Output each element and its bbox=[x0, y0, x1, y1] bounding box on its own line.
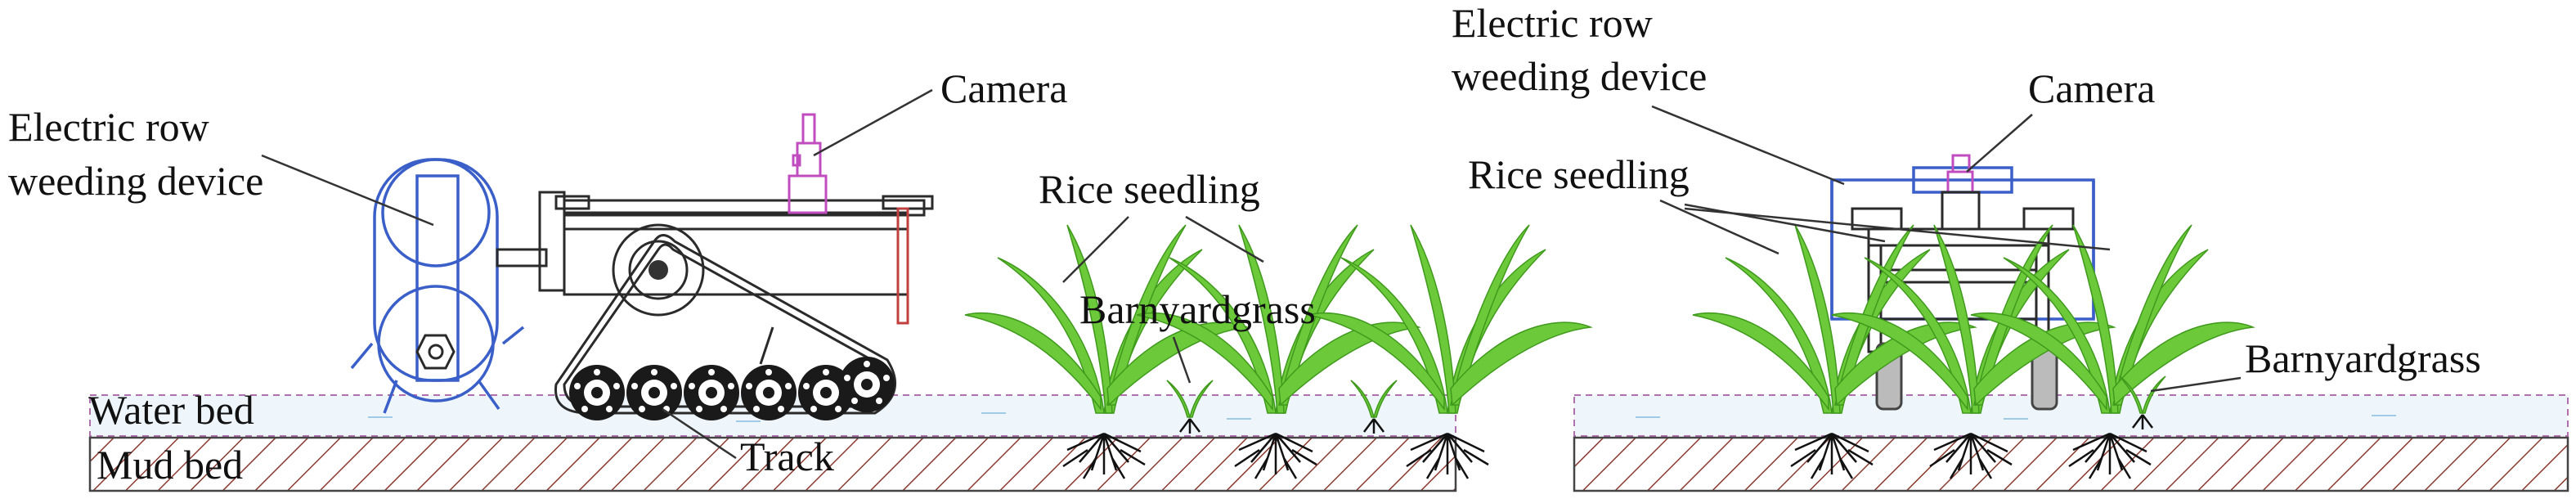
left-camera bbox=[788, 113, 828, 214]
right-label-camera: Camera bbox=[2028, 65, 2155, 111]
left-label-barnyardgrass: Barnyardgrass bbox=[1079, 286, 1316, 332]
rice-seedling-front-3 bbox=[1970, 224, 2254, 414]
left-weeding-device bbox=[350, 158, 548, 414]
right-labels: Electric row weeding device Camera Rice … bbox=[1452, 0, 2481, 393]
right-camera bbox=[1941, 154, 1981, 231]
left-track bbox=[554, 223, 897, 420]
left-label-camera: Camera bbox=[940, 65, 1067, 111]
left-labels: Electric row weeding device Camera Rice … bbox=[8, 65, 1316, 488]
left-robot bbox=[350, 113, 934, 420]
left-label-weeding-line1: Electric row bbox=[8, 104, 209, 150]
right-panel: Electric row weeding device Camera Rice … bbox=[1452, 0, 2569, 492]
right-water-bed bbox=[1573, 394, 2569, 437]
label-water-bed: Water bed bbox=[88, 387, 254, 433]
left-label-weeding-line2: weeding device bbox=[8, 158, 263, 204]
left-mud-bed bbox=[88, 436, 1457, 492]
right-label-rice-seedling: Rice seedling bbox=[1468, 151, 1690, 197]
right-label-weeding-line2: weeding device bbox=[1452, 53, 1707, 99]
right-label-barnyardgrass: Barnyardgrass bbox=[2245, 335, 2481, 381]
left-label-track: Track bbox=[740, 434, 834, 479]
right-label-weeding-line1: Electric row bbox=[1452, 0, 1653, 46]
right-ground bbox=[1573, 394, 2569, 492]
rice-seedling-3 bbox=[1308, 224, 1591, 414]
left-label-rice-seedling: Rice seedling bbox=[1039, 166, 1260, 212]
left-panel: Electric row weeding device Camera Rice … bbox=[8, 65, 1591, 492]
label-mud-bed: Mud bed bbox=[96, 442, 243, 488]
left-front-plate bbox=[538, 191, 566, 292]
